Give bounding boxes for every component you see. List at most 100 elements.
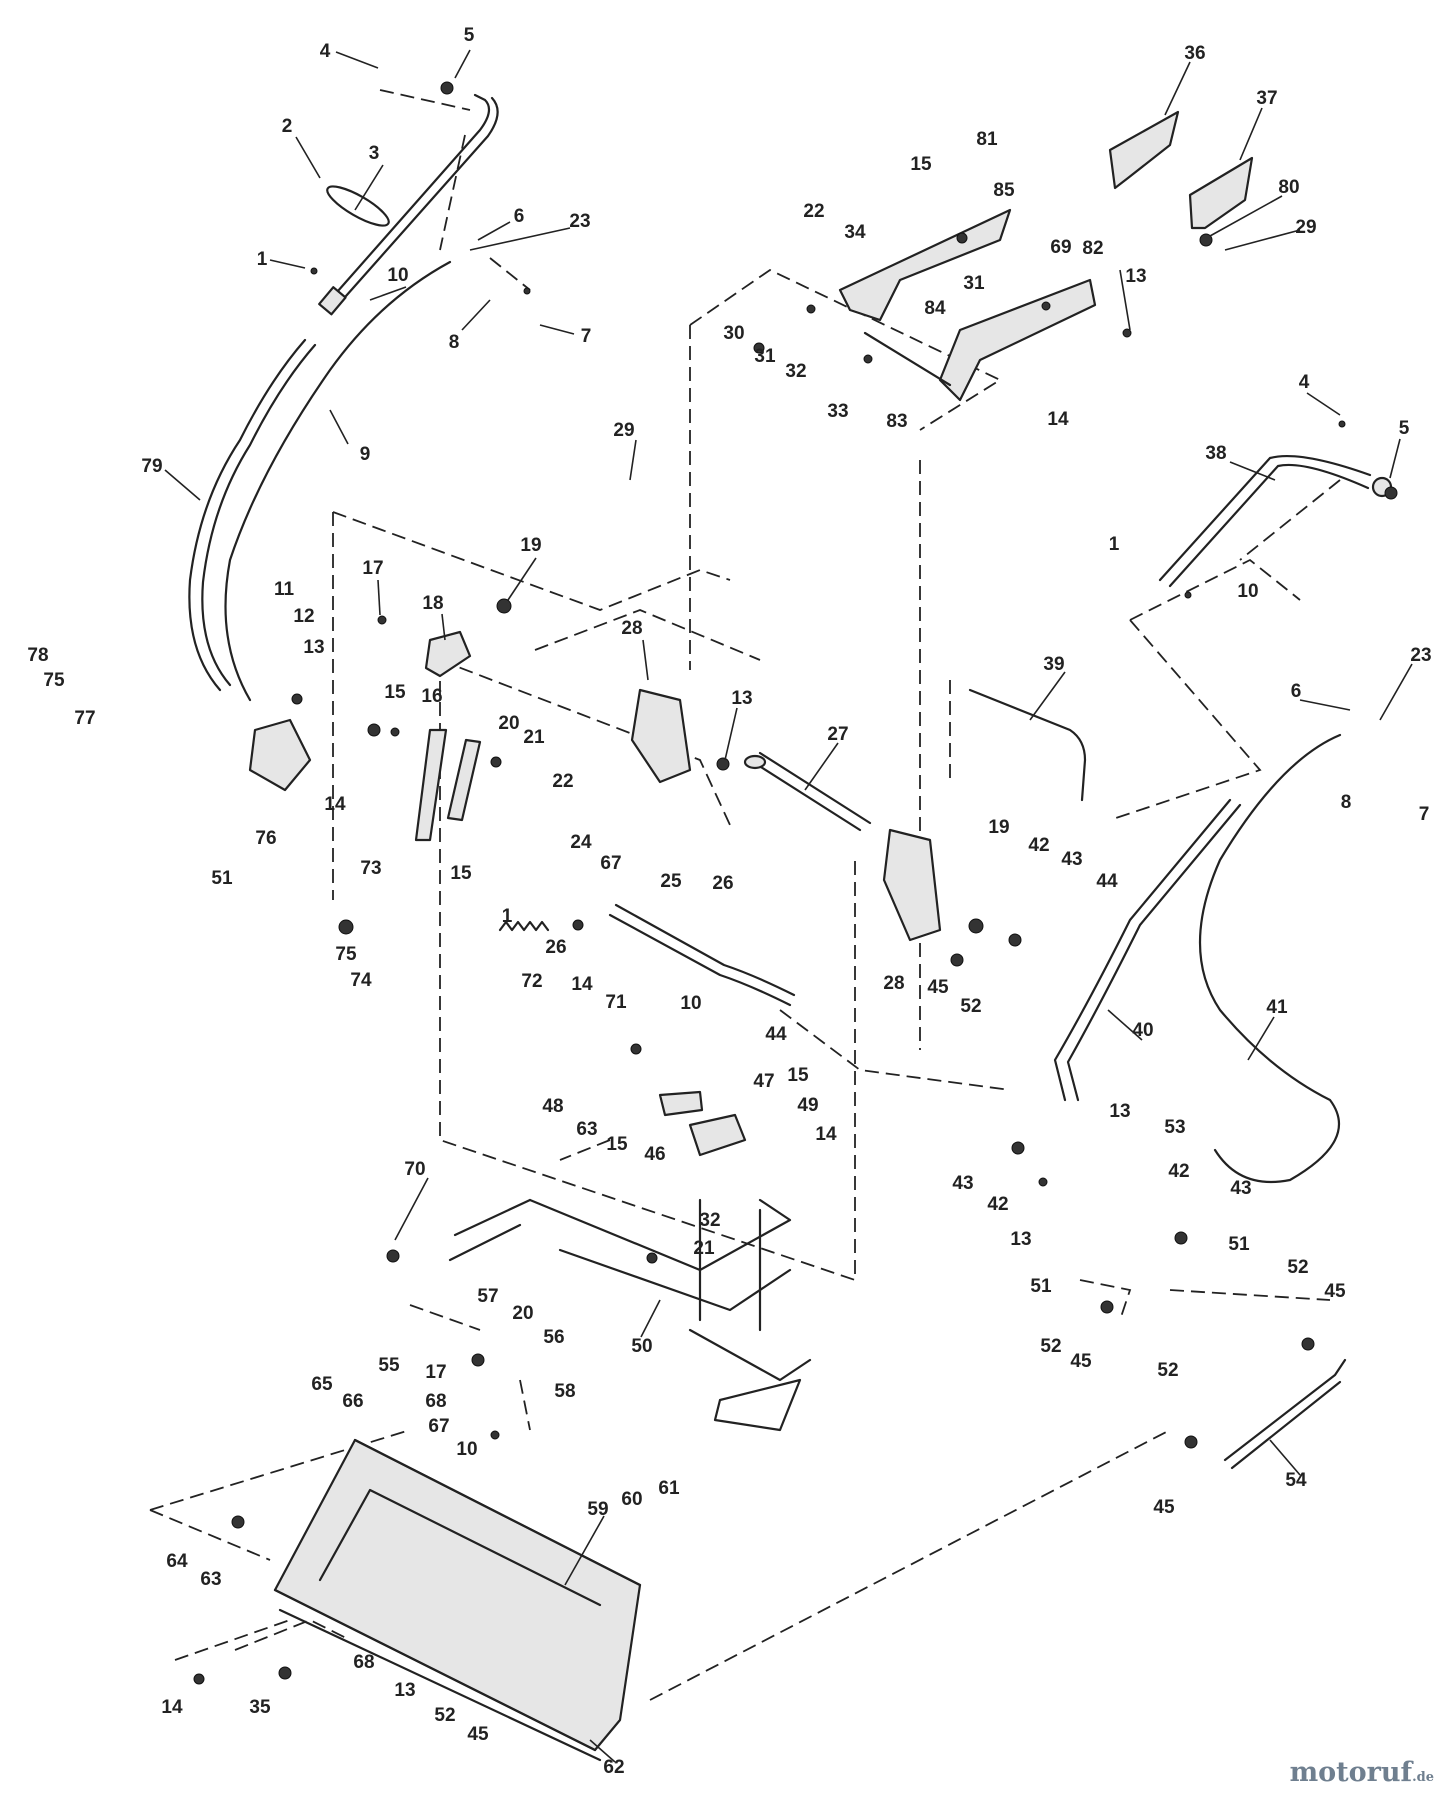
callout-number: 20 [512,1303,533,1324]
callout-number: 85 [993,180,1015,201]
callout-number: 13 [303,637,324,658]
bucket [273,1438,642,1762]
callout-number: 2 [282,116,293,137]
plate-36 [1108,110,1180,190]
callout-number: 44 [1096,871,1118,892]
callout-number: 22 [552,771,573,792]
hardware-parts [193,81,1398,1685]
callout-number: 51 [1228,1234,1250,1255]
callout-number: 32 [785,361,806,382]
callout-number: 21 [693,1238,715,1259]
callout-number: 6 [1291,681,1302,702]
plate-82 [938,278,1097,402]
plate-81 [838,208,1012,322]
callout-number: 49 [797,1095,818,1116]
callout-number: 38 [1205,443,1226,464]
callout-number: 80 [1278,177,1299,198]
callout-number: 23 [569,211,590,232]
callout-number: 53 [1164,1117,1185,1138]
callout-number: 50 [631,1336,652,1357]
callout-number: 54 [1285,1470,1307,1491]
callout-number: 29 [1295,217,1316,238]
callout-number: 14 [571,974,593,995]
callout-number: 48 [542,1096,563,1117]
callout-number: 62 [603,1757,624,1778]
callout-number: 72 [521,971,542,992]
callout-number: 33 [827,401,848,422]
callout-number: 7 [581,326,592,347]
callout-number: 10 [680,993,701,1014]
callout-number: 78 [27,645,48,666]
callout-number: 81 [976,129,998,150]
callout-number: 1 [257,249,268,270]
callout-number: 15 [384,682,406,703]
bracket-28-right [882,828,942,942]
callout-number: 52 [434,1705,455,1726]
bracket-18 [424,630,472,678]
callout-number: 4 [1299,372,1310,393]
callout-number: 13 [394,1680,415,1701]
bracket-76 [248,718,312,792]
callout-number: 42 [1168,1161,1189,1182]
callout-number: 13 [1125,266,1146,287]
callout-number: 45 [927,977,949,998]
left-handle-bar [318,93,499,316]
callout-number: 1 [1109,534,1120,555]
callout-number: 68 [353,1652,374,1673]
shaft-25 [608,903,796,1007]
callout-number: 37 [1256,88,1277,109]
callout-number: 43 [1061,849,1082,870]
callout-number: 27 [827,724,848,745]
callout-number: 31 [963,273,985,294]
callout-number: 35 [249,1697,271,1718]
shaft-27 [743,751,872,832]
callout-number: 84 [924,298,946,319]
callout-number: 63 [576,1119,597,1140]
callout-number: 47 [753,1071,774,1092]
callout-number: 13 [731,688,752,709]
callout-number: 68 [425,1391,446,1412]
callout-number: 24 [570,832,592,853]
callout-number: 9 [360,444,371,465]
callout-number: 43 [1230,1178,1251,1199]
callout-number: 5 [1399,418,1410,439]
callout-number: 15 [450,863,472,884]
callout-number: 71 [605,992,627,1013]
callout-number: 65 [311,1374,333,1395]
watermark-brand: motoruf [1289,1757,1413,1788]
callout-number: 75 [43,670,65,691]
callout-number: 3 [369,143,380,164]
right-handle-bar [1158,454,1393,588]
callout-number: 58 [554,1381,575,1402]
rod-83 [863,331,952,387]
callout-number: 63 [200,1569,221,1590]
callout-number: 41 [1266,997,1288,1018]
callout-number: 17 [362,558,383,579]
leader-lines [164,49,1413,1763]
callout-number: 8 [449,332,460,353]
callout-number: 14 [161,1697,183,1718]
callout-number: 7 [1419,804,1430,825]
callout-number: 22 [803,201,824,222]
callout-number: 10 [1237,581,1258,602]
callout-number: 19 [520,535,541,556]
callout-number: 69 [1050,237,1071,258]
watermark-logo: motoruf.de [1290,1757,1434,1788]
callout-number: 15 [910,154,932,175]
callout-number: 52 [1040,1336,1061,1357]
callout-number: 10 [387,265,408,286]
callout-number: 42 [987,1194,1008,1215]
callout-number: 21 [523,727,545,748]
callout-number: 29 [613,420,634,441]
callout-number: 13 [1010,1229,1031,1250]
callout-number: 52 [960,996,981,1017]
callout-number: 16 [421,686,442,707]
callout-number: 43 [952,1173,973,1194]
rod-39 [968,688,1087,802]
callout-number: 11 [274,579,295,600]
callout-number: 60 [621,1489,642,1510]
callout-number: 66 [342,1391,363,1412]
callout-number: 44 [765,1024,787,1045]
